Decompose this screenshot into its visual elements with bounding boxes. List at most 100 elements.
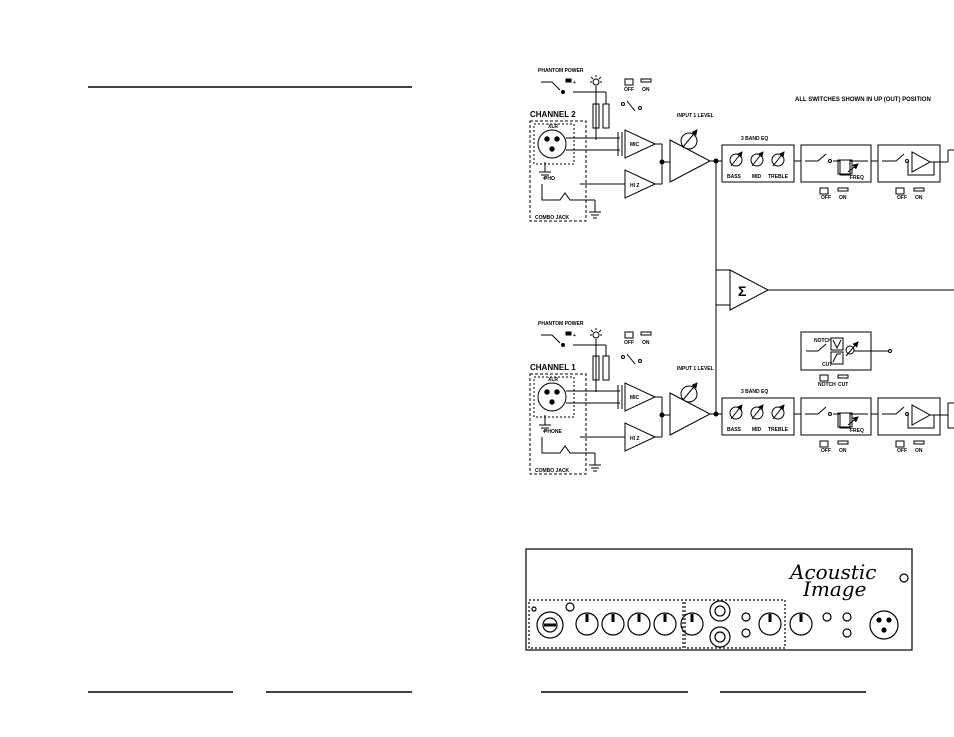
ch1-level-knob (680, 385, 698, 403)
svg-text:ON: ON (642, 340, 650, 346)
ch2-mic-preamp (624, 129, 657, 159)
panel-ch2-section (684, 599, 786, 649)
svg-text:XLR: XLR (548, 124, 558, 130)
panel-knobs-ch1 (575, 612, 677, 636)
svg-text:+: + (573, 80, 576, 86)
svg-text:ON: ON (839, 448, 847, 454)
ch2-xlr-icon (537, 129, 567, 159)
ch1-filter-switch (805, 406, 827, 415)
summing-amp (729, 269, 770, 311)
ch1-mic-switch (626, 353, 636, 365)
panel-combo-jack-1[interactable] (536, 611, 564, 639)
ch2-input-level-label: INPUT 1 LEVEL (677, 113, 714, 119)
ch2-buffer-switch (882, 153, 905, 162)
ch2-switch-off-icon (624, 78, 634, 86)
ch1-phantom-label: PHANTOM POWER (538, 321, 584, 327)
ch1-level-amp (669, 392, 712, 436)
ch1-led-icon (592, 331, 600, 339)
ch2-eq-box (721, 144, 795, 183)
svg-text:COMBO JACK: COMBO JACK (535, 468, 570, 474)
ch2-title: CHANNEL 2 (530, 110, 576, 119)
svg-text:FREQ: FREQ (850, 175, 864, 181)
svg-text:HI Z: HI Z (630, 183, 639, 189)
ch2-filter-switch (805, 153, 827, 162)
svg-text:ON: ON (642, 87, 650, 93)
svg-text:PHO: PHO (544, 176, 555, 182)
front-panel: Acoustic Image (525, 548, 913, 651)
ch1-buffer-box (877, 397, 941, 436)
panel-xlr-output[interactable] (869, 610, 899, 640)
ch2-level-knob (680, 132, 698, 150)
knob-1[interactable] (575, 612, 599, 636)
panel-small-switch-3[interactable] (741, 628, 751, 638)
svg-text:OFF: OFF (897, 448, 907, 454)
ch1-phone-jack-icon (541, 437, 580, 454)
ch2-resistor-1 (592, 103, 600, 129)
ch2-phantom-label: PHANTOM POWER (538, 68, 584, 74)
svg-text:MIC: MIC (630, 395, 640, 401)
knob-7[interactable] (789, 612, 813, 636)
ch2-resistor-2 (602, 103, 610, 129)
ch1-xlr-icon (537, 382, 567, 412)
knob-4[interactable] (653, 612, 677, 636)
svg-text:NOTCH: NOTCH (814, 338, 832, 344)
svg-text:TREBLE: TREBLE (768, 427, 789, 433)
svg-text:XLR: XLR (548, 377, 558, 383)
svg-text:FREQ: FREQ (850, 428, 864, 434)
svg-text:BASS: BASS (727, 174, 742, 180)
svg-text:OFF: OFF (821, 195, 831, 201)
ch1-filter-box (800, 397, 872, 436)
knob-3[interactable] (627, 612, 651, 636)
ch1-title: CHANNEL 1 (530, 363, 576, 372)
summing-block: Σ (715, 161, 954, 414)
brand-logo-line1: Acoustic (788, 560, 876, 584)
sum-symbol: Σ (738, 283, 746, 299)
ch1-buffer-switch (882, 406, 905, 415)
panel-quarter-jack-1[interactable] (709, 600, 731, 622)
ch2-hiz-preamp (624, 169, 657, 199)
ch2-eq-knobs (729, 151, 785, 167)
channel-2-block: PHANTOM POWER + OFF ON CHANNEL 2 XLR (529, 68, 954, 222)
ch1-combo-jack-box (529, 373, 587, 475)
ch1-input-level-label: INPUT 1 LEVEL (677, 366, 714, 372)
brand-logo-line2: Image (802, 577, 866, 601)
svg-text:CUT: CUT (822, 362, 832, 368)
ch2-combo-jack-box (529, 120, 587, 222)
svg-text:MID: MID (752, 427, 762, 433)
power-led (899, 573, 909, 583)
svg-text:3 BAND EQ: 3 BAND EQ (741, 136, 768, 142)
ch2-phantom-battery-icon (565, 78, 572, 83)
ch1-hiz-preamp (624, 422, 657, 452)
panel-small-switch-1[interactable] (565, 602, 575, 612)
svg-text:CUT: CUT (838, 382, 848, 388)
panel-small-switch-2[interactable] (741, 612, 751, 622)
svg-text:PHONE: PHONE (544, 429, 562, 435)
panel-small-switch-4[interactable] (822, 612, 832, 622)
ch2-xlr-connector (533, 123, 575, 165)
panel-quarter-jack-2[interactable] (709, 626, 731, 648)
knob-2[interactable] (601, 612, 625, 636)
ch2-buffer-box (877, 144, 941, 183)
svg-text:TREBLE: TREBLE (768, 174, 789, 180)
svg-text:HI Z: HI Z (630, 436, 639, 442)
svg-text:ON: ON (839, 195, 847, 201)
ch2-phantom-switch (541, 81, 561, 91)
ch2-filter-box (800, 144, 872, 183)
panel-small-switch-6[interactable] (842, 628, 852, 638)
svg-text:COMBO JACK: COMBO JACK (535, 215, 570, 221)
ch1-xlr-connector (533, 376, 575, 418)
knob-6[interactable] (758, 612, 782, 636)
panel-ch1-section (528, 599, 684, 649)
svg-text:ON: ON (915, 448, 923, 454)
switches-note: ALL SWITCHES SHOWN IN UP (OUT) POSITION (795, 97, 931, 103)
svg-text:NOTCH: NOTCH (818, 382, 836, 388)
svg-text:OFF: OFF (624, 87, 634, 93)
ch1-eq-box (721, 397, 795, 436)
svg-text:OFF: OFF (624, 340, 634, 346)
panel-small-switch-5[interactable] (842, 612, 852, 622)
ch1-phantom-switch (541, 334, 561, 344)
ch1-resistor-1 (592, 355, 600, 381)
ch1-mic-preamp (624, 382, 657, 412)
knob-5[interactable] (680, 612, 704, 636)
ch1-resistor-2 (602, 355, 610, 381)
